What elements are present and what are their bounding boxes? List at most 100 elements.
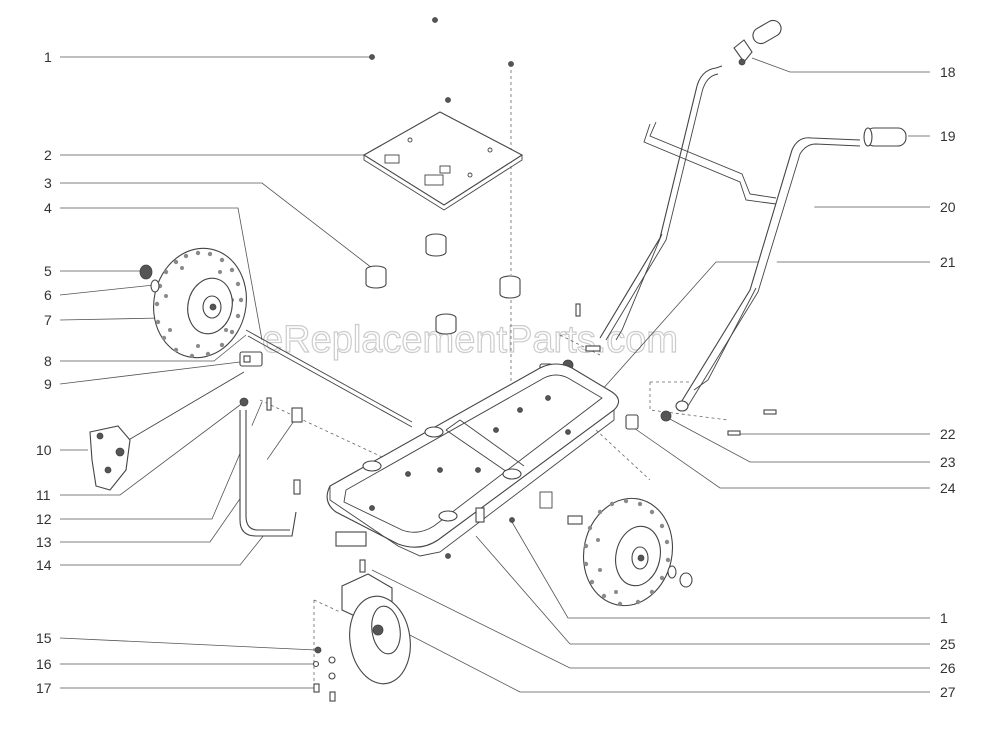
leader-6 bbox=[59, 284, 155, 296]
screw-vertical bbox=[508, 61, 514, 67]
right-washer bbox=[667, 565, 677, 579]
plate-hole-2 bbox=[407, 137, 413, 143]
screw-1 bbox=[369, 54, 375, 60]
spacer-13 bbox=[293, 479, 301, 495]
left-cap-5 bbox=[139, 264, 153, 280]
leader-18 bbox=[751, 57, 930, 73]
handle-assembly bbox=[599, 19, 907, 412]
handle-crossbar bbox=[643, 123, 777, 205]
callout-11: 11 bbox=[36, 487, 51, 503]
screw-bottom bbox=[445, 553, 451, 559]
handle-front-inner bbox=[687, 143, 861, 407]
brake-assembly bbox=[89, 351, 303, 537]
leader-lines bbox=[59, 56, 930, 693]
leader-26 bbox=[371, 569, 930, 669]
brake-block-9 bbox=[239, 351, 263, 367]
dash-right-bracket bbox=[649, 382, 729, 421]
frame-foot-2 bbox=[424, 426, 444, 438]
caster-nut-15 bbox=[314, 646, 322, 654]
cart-frame bbox=[326, 363, 620, 557]
leader-1b bbox=[511, 521, 930, 619]
bolt-upper bbox=[575, 303, 581, 317]
callout-25: 25 bbox=[940, 636, 956, 652]
frame-crossbar-2 bbox=[459, 419, 525, 467]
bolt-left-handle bbox=[266, 397, 272, 411]
right-hub-center bbox=[637, 554, 645, 562]
leader-11 bbox=[60, 401, 245, 496]
nut-23 bbox=[660, 410, 672, 422]
callout-15: 15 bbox=[36, 630, 52, 646]
callout-1b: 1 bbox=[940, 610, 948, 626]
plate-hole-1 bbox=[467, 172, 473, 178]
dash-axle-right bbox=[595, 429, 651, 481]
caster-washer-2 bbox=[328, 672, 336, 680]
handle-rear-inner bbox=[605, 73, 719, 341]
brake-handle-inner bbox=[245, 410, 290, 531]
brake-pin-3 bbox=[104, 466, 112, 474]
leader-14 bbox=[60, 529, 269, 566]
brake-block-detail bbox=[243, 355, 251, 363]
leader-12 bbox=[60, 401, 263, 520]
plate-slot-2 bbox=[384, 154, 400, 164]
washer-16 bbox=[312, 660, 320, 668]
screw-top bbox=[432, 17, 438, 23]
callout-20: 20 bbox=[940, 199, 956, 215]
nut-11 bbox=[239, 397, 249, 407]
plate-slot-3 bbox=[439, 165, 451, 174]
axle-spacer-right bbox=[567, 515, 583, 525]
rubber-mounts bbox=[365, 233, 521, 335]
handle-leg-rear bbox=[615, 233, 663, 341]
frame-side bbox=[329, 410, 615, 557]
plate-slot-1 bbox=[424, 174, 444, 186]
bushing-24 bbox=[625, 414, 639, 430]
leader-21 bbox=[567, 261, 930, 429]
assembly-lines bbox=[259, 70, 729, 690]
handle-rear-outer bbox=[599, 65, 723, 339]
leader-24 bbox=[633, 427, 930, 489]
callout-21: 21 bbox=[940, 254, 956, 270]
callout-9: 9 bbox=[44, 376, 52, 392]
caster-rim bbox=[371, 605, 401, 655]
left-hub-center bbox=[209, 303, 217, 311]
leader-13 bbox=[60, 417, 297, 543]
dash-caster-top bbox=[313, 599, 341, 613]
leader-8 bbox=[60, 334, 247, 362]
leader-9 bbox=[59, 361, 241, 385]
callout-3: 3 bbox=[44, 175, 52, 191]
bolt-22a bbox=[763, 409, 777, 415]
caster-mount-plate bbox=[335, 531, 367, 547]
caster-bolt bbox=[329, 691, 336, 702]
right-cap bbox=[679, 572, 693, 588]
handle-front-outer bbox=[679, 137, 861, 405]
callout-23: 23 bbox=[940, 454, 956, 470]
leader-27 bbox=[403, 631, 930, 693]
screw-plate bbox=[445, 97, 451, 103]
left-tire-tread bbox=[154, 250, 244, 359]
caster-stem bbox=[359, 559, 366, 573]
callout-18: 18 bbox=[940, 64, 956, 80]
callout-13: 13 bbox=[36, 534, 52, 550]
leader-4 bbox=[60, 207, 263, 341]
brake-pin-2 bbox=[115, 447, 125, 457]
frame-foot-4 bbox=[438, 510, 458, 522]
caster-wheel bbox=[341, 559, 411, 685]
right-wheel bbox=[582, 497, 693, 607]
callout-4: 4 bbox=[44, 200, 52, 216]
mounting-plate bbox=[362, 111, 524, 211]
leader-25 bbox=[475, 535, 930, 645]
right-tire-tread bbox=[583, 498, 671, 607]
callout-17: 17 bbox=[36, 680, 52, 696]
callout-16: 16 bbox=[36, 656, 52, 672]
leader-23 bbox=[667, 417, 930, 463]
callout-27: 27 bbox=[940, 684, 956, 700]
watermark-text: eReplacementParts.com bbox=[262, 319, 678, 361]
left-washer-6 bbox=[150, 279, 160, 293]
frame-crossbar-1 bbox=[445, 429, 511, 475]
grip-19-end bbox=[863, 127, 873, 147]
mount-3 bbox=[499, 275, 521, 299]
axle-rod-top bbox=[245, 329, 413, 423]
callout-labels: 1 2 3 4 5 6 7 8 9 10 11 12 13 14 15 16 1… bbox=[36, 49, 956, 700]
leader-15 bbox=[59, 637, 317, 651]
callout-14: 14 bbox=[36, 557, 52, 573]
brake-link-13 bbox=[291, 407, 303, 423]
